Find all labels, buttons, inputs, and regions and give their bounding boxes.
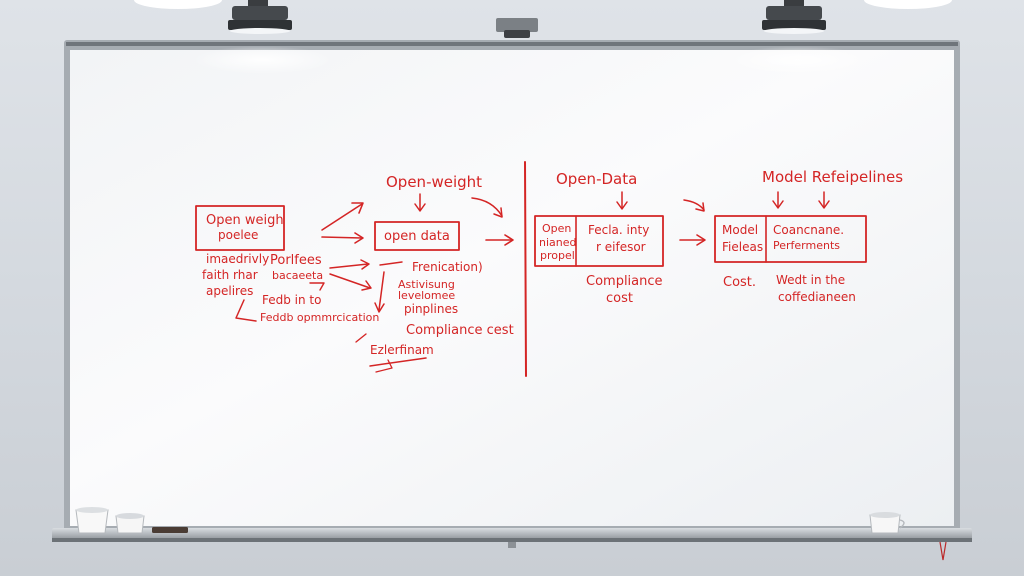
light-fixture-left <box>228 0 292 34</box>
left-mid-2: bacaeeta <box>272 269 323 282</box>
left-mid-1: Porlfees <box>270 253 322 268</box>
right-header: Model Refeipelines <box>762 168 903 186</box>
left-box-label-2: poelee <box>218 228 258 242</box>
ceiling-lights <box>134 0 952 9</box>
whiteboard-surface <box>70 50 954 526</box>
marker-tray <box>52 528 972 561</box>
phone <box>152 527 188 533</box>
center-left-sub-3: levelomee <box>398 289 455 302</box>
left-note-3: apelires <box>206 284 253 298</box>
center-left-box-label: open data <box>384 229 450 244</box>
center-left-cost: Compliance cest <box>406 323 514 338</box>
center-right-box2-line2: r eifesor <box>596 240 646 254</box>
center-right-cost-2: cost <box>606 291 633 306</box>
right-note-2: Wedt in the <box>776 273 845 287</box>
right-box2-line2: Perferments <box>773 239 840 252</box>
coffee-cup-2 <box>115 513 145 534</box>
left-box <box>195 205 285 251</box>
ceiling-light-right <box>864 0 952 9</box>
center-left-box <box>374 221 460 251</box>
center-left-sub-1: Frenication) <box>412 260 483 274</box>
projector-center <box>496 18 538 38</box>
coffee-cup-3 <box>869 512 905 534</box>
left-mid-3: Fedb in to <box>262 293 321 307</box>
marker-drawing: Open weigh poelee imaedrivly faith rhar … <box>195 161 903 377</box>
left-note-1: imaedrivly <box>206 252 269 266</box>
right-box1-line1: Model <box>722 223 758 237</box>
center-left-header: Open-weight <box>386 173 482 191</box>
right-note-1: Cost. <box>723 275 756 290</box>
ceiling-light-left <box>134 0 222 9</box>
left-box-label-1: Open weigh <box>206 213 284 228</box>
coffee-cup-1 <box>75 507 109 534</box>
right-box1-line2: Fieleas <box>722 240 763 254</box>
center-right-box1-line3: propel <box>540 249 575 262</box>
center-left-sub-4: pinplines <box>404 302 458 316</box>
light-fixture-right <box>762 0 826 34</box>
center-right-box-outer <box>534 215 664 267</box>
right-box-outer <box>714 215 867 263</box>
center-right-header: Open-Data <box>556 170 637 188</box>
center-right-box2-line1: Fecla. inty <box>588 223 649 237</box>
center-right-box1-line1: Open <box>542 222 571 235</box>
center-right-box1-line2: nianed <box>539 236 577 249</box>
right-box2-line1: Coancnane. <box>773 223 844 237</box>
right-note-3: coffedianeen <box>778 290 856 304</box>
divider-line <box>524 161 527 377</box>
left-mid-4: Feddb opmmrcication <box>260 311 379 324</box>
left-note-2: faith rhar <box>202 268 258 282</box>
center-right-cost-1: Compliance <box>586 274 663 289</box>
center-left-foot: Ezlerfinam <box>370 343 434 357</box>
center-left-sub-2: Astivisung <box>398 278 455 291</box>
whiteboard <box>64 40 960 534</box>
